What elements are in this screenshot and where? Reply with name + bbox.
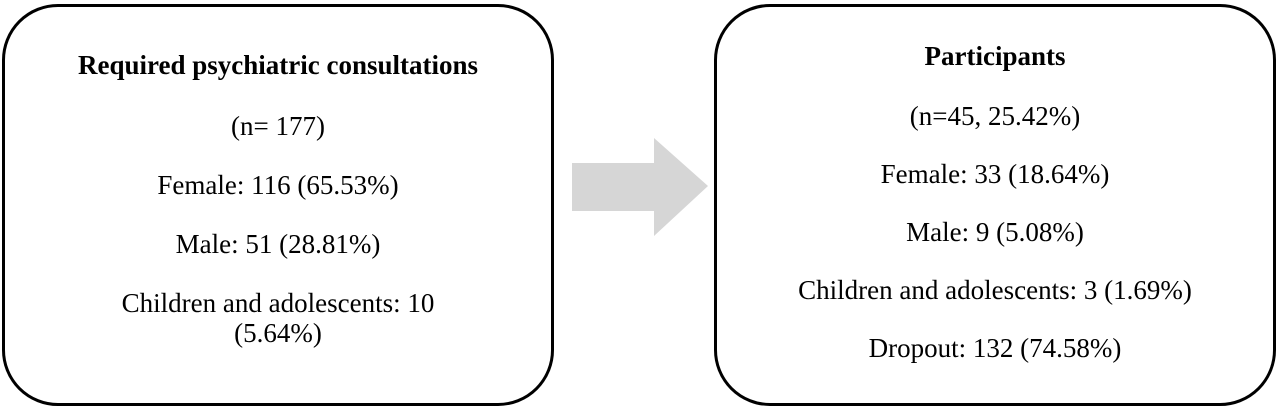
consultations-box: Required psychiatric consultations (n= 1…: [2, 4, 554, 406]
arrow-right-icon: [572, 138, 708, 236]
participants-title: Participants: [924, 41, 1066, 71]
consultations-male: Male: 51 (28.81%): [175, 229, 381, 259]
participants-total: (n=45, 25.42%): [909, 101, 1081, 131]
consultations-children-line1: Children and adolescents: 10: [121, 288, 435, 318]
arrow-right-shape: [572, 138, 708, 236]
participants-male: Male: 9 (5.08%): [906, 217, 1084, 247]
consultations-title: Required psychiatric consultations: [77, 50, 479, 80]
participants-children: Children and adolescents: 3 (1.69%): [798, 275, 1192, 305]
consultations-total: (n= 177): [231, 111, 325, 141]
participants-dropout: Dropout: 132 (74.58%): [868, 333, 1122, 363]
participants-box: Participants (n=45, 25.42%) Female: 33 (…: [714, 4, 1276, 406]
participants-female: Female: 33 (18.64%): [880, 159, 1110, 189]
consultations-female: Female: 116 (65.53%): [157, 170, 399, 200]
consultations-children-line2: (5.64%): [234, 318, 322, 348]
